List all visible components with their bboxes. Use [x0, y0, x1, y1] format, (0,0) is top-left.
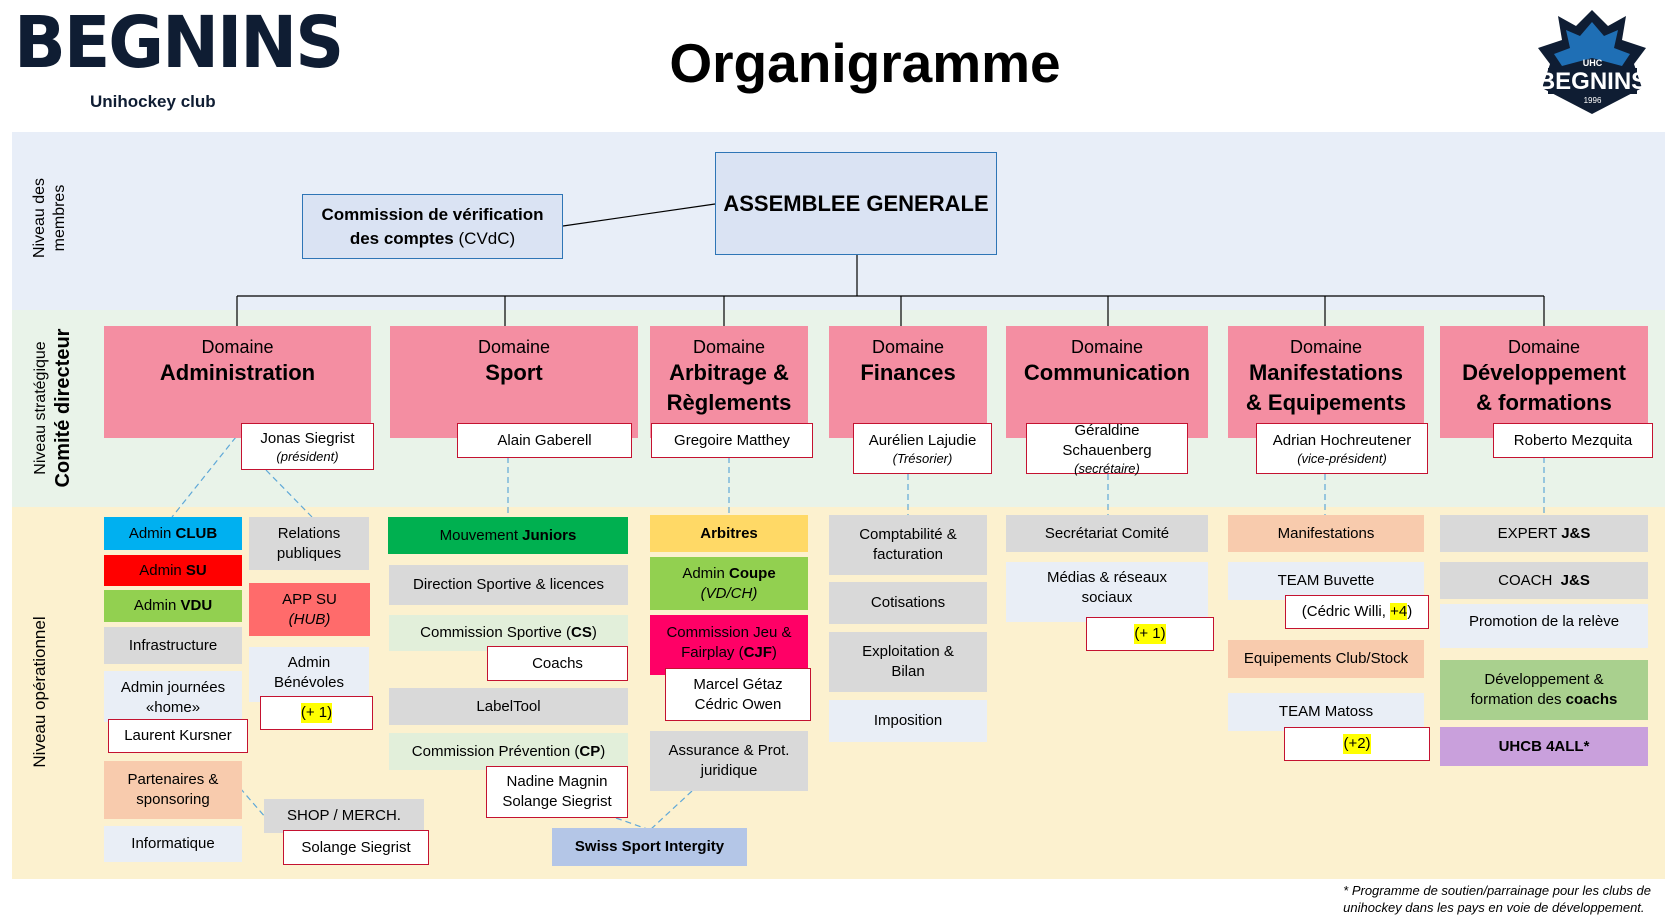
taxation-box: Imposition [829, 700, 987, 742]
badge-year: 1996 [1583, 96, 1602, 105]
prevention-commission-box: Commission Prévention (CP) [389, 733, 628, 770]
youth-promotion-box: Promotion de la relève [1440, 604, 1648, 648]
referees-box: Arbitres [650, 515, 808, 552]
admin-su-box: Admin SU [104, 555, 242, 586]
swiss-sport-integrity-box: Swiss Sport Intergity [552, 828, 747, 866]
person-sport: Alain Gaberell [457, 423, 632, 458]
committee-secretariat-box: Secrétariat Comité [1006, 515, 1208, 552]
app-su-box: APP SU(HUB) [249, 583, 370, 636]
coachs-box: Coachs [487, 646, 628, 681]
person-solange-siegrist-shop: Solange Siegrist [283, 830, 429, 865]
uhcb-4all-box: UHCB 4ALL* [1440, 727, 1648, 766]
person-laurent-kursner: Laurent Kursner [108, 719, 248, 753]
accounting-box: Comptabilité &facturation [829, 515, 987, 575]
person-development: Roberto Mezquita [1493, 423, 1653, 458]
expert-js-box: EXPERT J&S [1440, 515, 1648, 552]
footnote: * Programme de soutien/parrainage pour l… [1343, 883, 1651, 915]
contributions-box: Cotisations [829, 582, 987, 624]
club-badge: UHC BEGNINS 1996 [1530, 6, 1655, 118]
partners-box: Partenaires &sponsoring [104, 761, 242, 819]
media-extra: (+ 1) [1086, 617, 1214, 651]
person-finances: Aurélien Lajudie(Trésorier) [853, 423, 992, 474]
coach-js-box: COACH J&S [1440, 562, 1648, 599]
operations-balance-box: Exploitation &Bilan [829, 632, 987, 692]
club-logo-subtitle: Unihockey club [90, 92, 216, 111]
fairplay-commission-box: Commission Jeu & Fairplay (CJF) [650, 615, 808, 675]
dragon-badge-icon [1538, 10, 1646, 114]
buvette-persons-box: (Cédric Willi, +4) [1285, 595, 1429, 629]
admin-cup-box: Admin Coupe (VD/CH) [650, 557, 808, 610]
it-box: Informatique [104, 826, 242, 862]
person-arbitrage: Gregoire Matthey [651, 423, 813, 458]
person-manifestations: Adrian Hochreutener(vice-président) [1256, 423, 1428, 474]
admin-vdu-box: Admin VDU [104, 590, 242, 622]
person-communication: Géraldine Schauenberg(secrétaire) [1026, 422, 1188, 476]
shop-merch-box: SHOP / MERCH. [264, 799, 424, 833]
coach-development-box: Développement & formation des coachs [1440, 660, 1648, 720]
volunteers-extra: (+ 1) [260, 696, 373, 730]
badge-wordmark: BEGNINS [1537, 68, 1648, 95]
page-title: Organigramme [669, 32, 1061, 94]
team-buvette-box: TEAM Buvette [1228, 562, 1424, 600]
person-administration: Jonas Siegrist(président) [241, 423, 374, 470]
club-equipment-box: Equipements Club/Stock [1228, 640, 1424, 678]
labeltool-box: LabelTool [389, 688, 628, 725]
badge-top-text: UHC [1582, 58, 1603, 68]
sport-direction-box: Direction Sportive & licences [389, 565, 628, 605]
insurance-box: Assurance & Prot.juridique [650, 731, 808, 791]
audit-commission-box: Commission de vérification des comptes (… [302, 194, 563, 259]
general-assembly-box: ASSEMBLEE GENERALE [715, 152, 997, 255]
admin-club-box: Admin CLUB [104, 517, 242, 550]
events-box: Manifestations [1228, 515, 1424, 552]
infrastructure-box: Infrastructure [104, 627, 242, 664]
sport-commission-box: Commission Sportive (CS) [389, 615, 628, 651]
matoss-extra: (+2) [1284, 727, 1430, 761]
admin-home-days-box: Admin journées«home» [104, 671, 242, 722]
juniors-box: Mouvement Juniors [388, 517, 628, 554]
team-matoss-box: TEAM Matoss [1228, 693, 1424, 731]
